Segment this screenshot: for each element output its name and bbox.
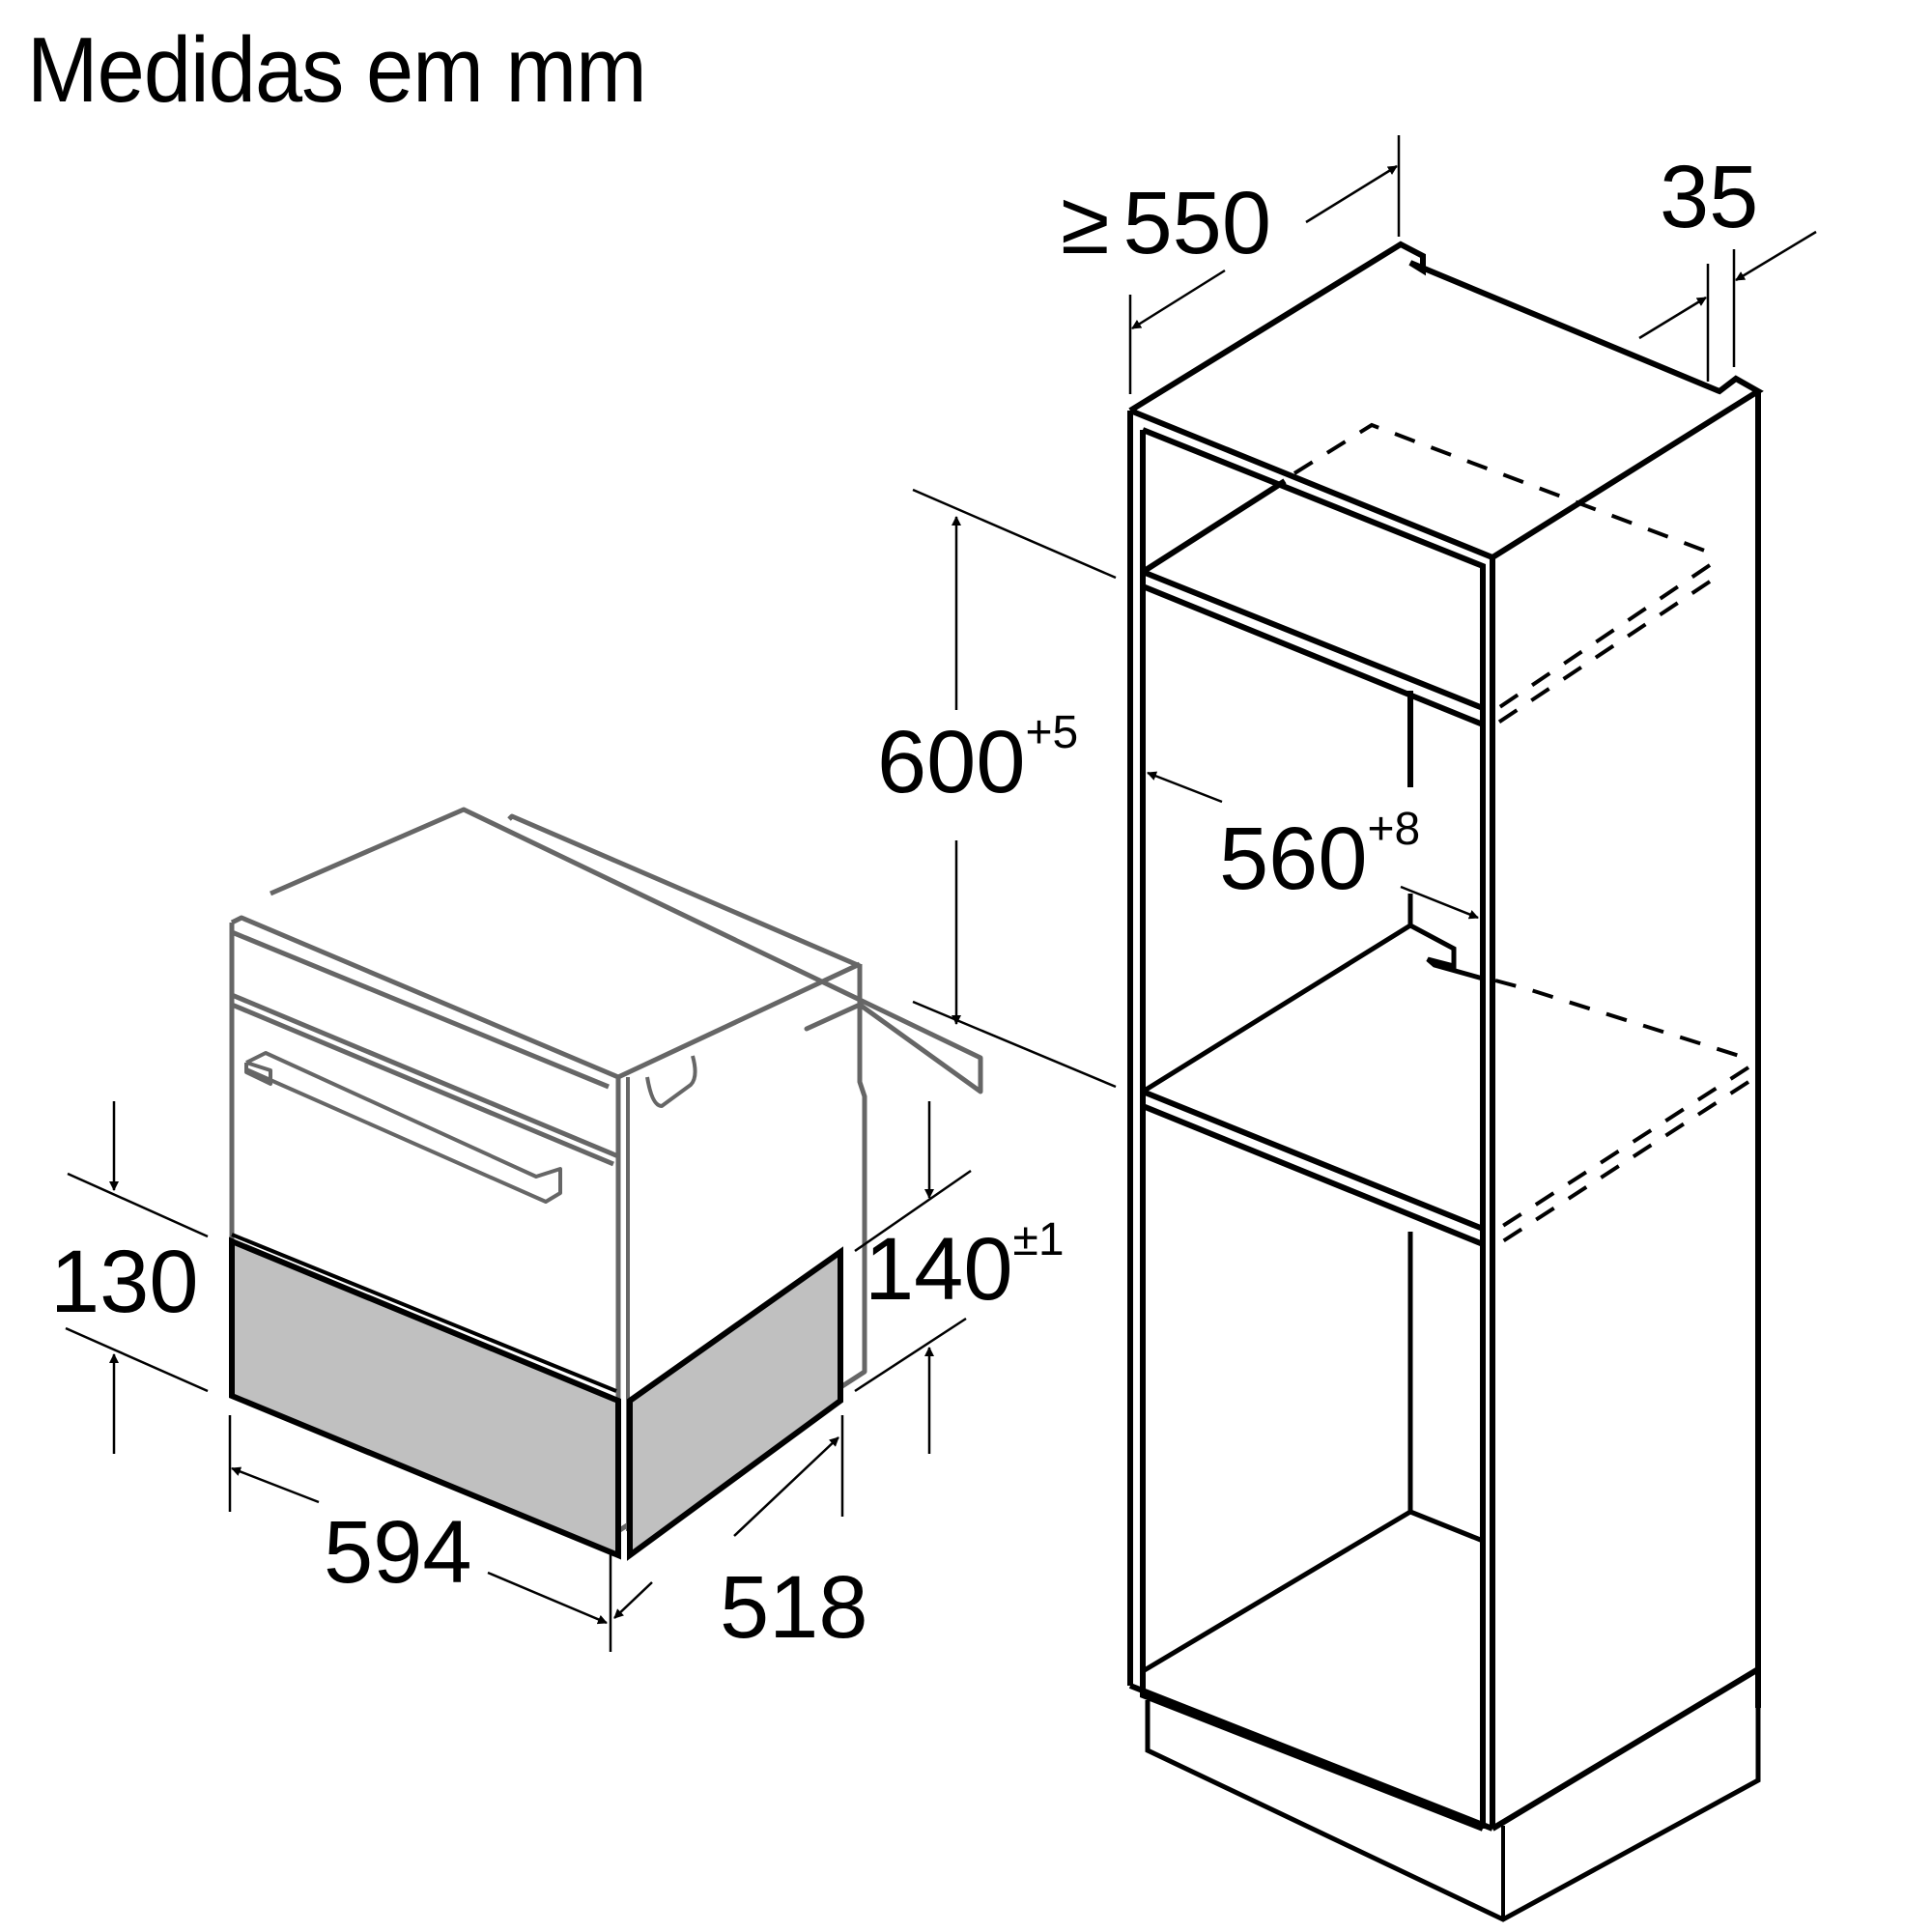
page-title: Medidas em mm — [27, 18, 647, 122]
appliance-oven — [229, 807, 983, 1534]
dim-drawer-width: 594 — [324, 1503, 472, 1602]
dim-niche-height: 600+5 — [877, 707, 1078, 811]
dim-cabinet-depth: ≥550 — [1061, 174, 1271, 272]
warming-drawer — [229, 1233, 843, 1561]
dimension-labels: ≥550 35 600+5 560+8 130 140±1 594 518 — [50, 148, 1758, 1657]
dim-drawer-height: 130 — [50, 1233, 199, 1331]
tall-cabinet — [1127, 241, 1764, 1922]
dim-cabinet-panel: 35 — [1660, 148, 1758, 246]
dim-drawer-depth: 518 — [720, 1558, 868, 1657]
dimension-lines — [65, 135, 1817, 1652]
dim-drawer-niche-height: 140±1 — [865, 1214, 1065, 1319]
dim-niche-width: 560+8 — [1219, 804, 1420, 908]
